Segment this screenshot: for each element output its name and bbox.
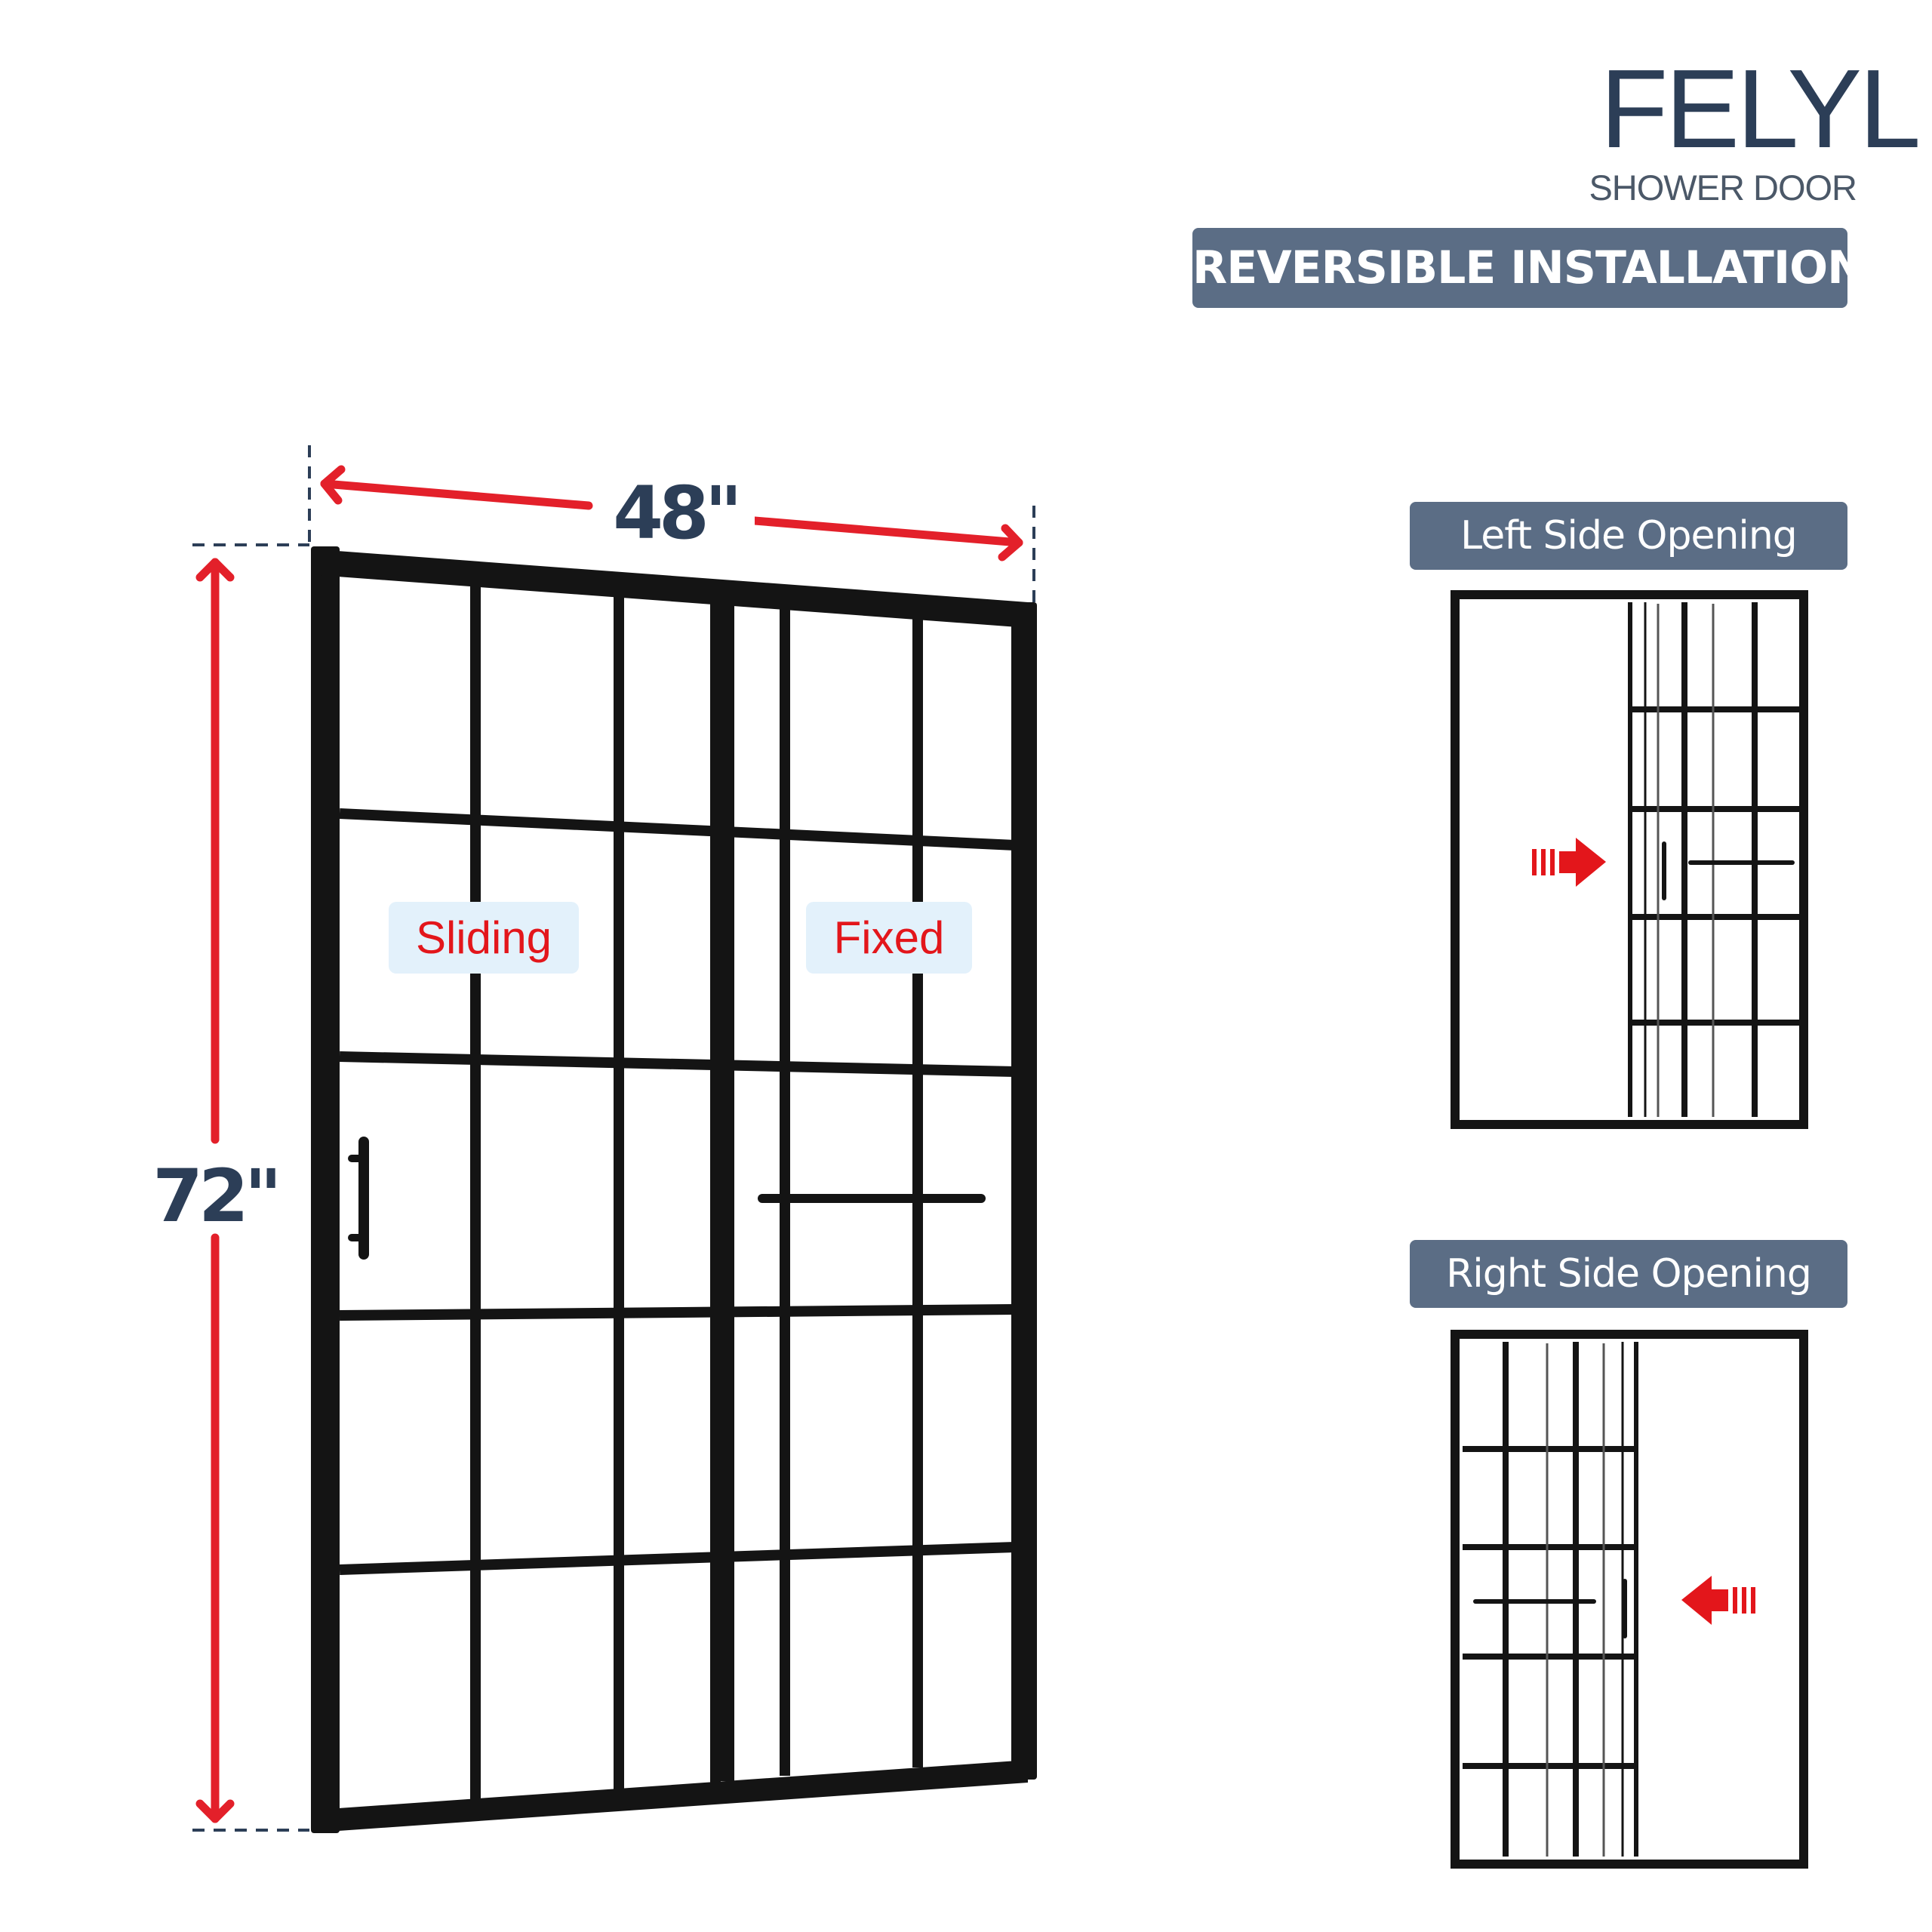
- left-side-opening-tag: Left Side Opening: [1410, 502, 1847, 570]
- right-side-opening-tag: Right Side Opening: [1410, 1240, 1847, 1308]
- left-opening-diagram: [1451, 590, 1808, 1129]
- brand-subtitle: SHOWER DOOR: [1589, 168, 1857, 208]
- sliding-panel-label: Sliding: [389, 902, 579, 974]
- right-post: [1011, 602, 1037, 1780]
- door-handles: [348, 1137, 986, 1260]
- door-grid: [339, 581, 1016, 1800]
- door-frame: [311, 546, 1037, 1833]
- left-post: [311, 546, 340, 1833]
- reversible-installation-tag: REVERSIBLE INSTALLATION: [1192, 228, 1847, 308]
- bottom-rail: [317, 1760, 1028, 1832]
- top-rail: [317, 549, 1028, 628]
- brand-logo: FELYL: [1600, 47, 1921, 171]
- width-dimension: 48": [596, 472, 755, 555]
- height-dimension: 72": [152, 1154, 282, 1238]
- arrow-right-icon: [1532, 838, 1606, 887]
- fixed-panel-label: Fixed: [806, 902, 972, 974]
- dimension-guides: [192, 445, 1035, 1832]
- width-arrow: [320, 465, 1023, 561]
- right-opening-diagram: [1451, 1330, 1808, 1869]
- height-arrow: [195, 558, 235, 1823]
- arrow-left-icon: [1681, 1576, 1755, 1625]
